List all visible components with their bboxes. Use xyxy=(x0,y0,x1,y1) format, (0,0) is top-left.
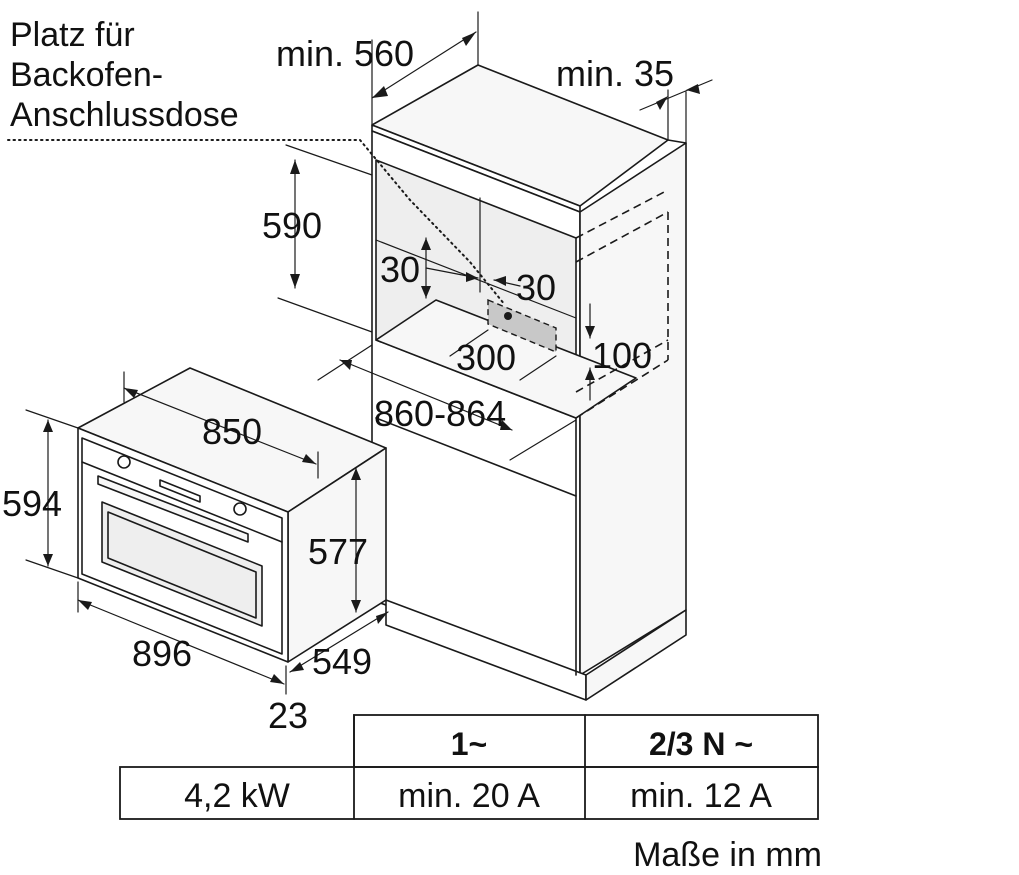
table-fuse-3phase: min. 12 A xyxy=(630,777,772,815)
knob-right xyxy=(233,502,247,516)
table-power: 4,2 kW xyxy=(184,777,290,815)
table-header-3phase: 2/3 N ~ xyxy=(649,726,753,762)
knob-left xyxy=(117,455,131,469)
oven xyxy=(77,367,387,663)
dim-860-864: 860-864 xyxy=(374,393,506,434)
table-header-1phase: 1~ xyxy=(451,726,487,762)
dim-300: 300 xyxy=(456,337,516,378)
dim-100: 100 xyxy=(592,335,652,376)
dim-850: 850 xyxy=(202,411,262,452)
oven-display xyxy=(159,479,201,503)
cabinet xyxy=(371,64,687,701)
socket-area xyxy=(487,298,557,354)
cabinet-side xyxy=(579,142,687,676)
table-fuse-1phase: min. 20 A xyxy=(398,777,540,815)
dim-23: 23 xyxy=(268,695,308,736)
oven-window xyxy=(101,501,263,627)
dim-30-right: 30 xyxy=(516,267,556,308)
arrowheads xyxy=(43,32,700,684)
dim-896: 896 xyxy=(132,633,192,674)
dim-549: 549 xyxy=(312,641,372,682)
socket-leader xyxy=(7,139,506,306)
dim-30-left: 30 xyxy=(380,249,420,290)
dim-590: 590 xyxy=(262,205,322,246)
niche-floor xyxy=(375,299,637,419)
dimension-lines xyxy=(25,11,713,695)
socket-marker xyxy=(504,312,512,320)
dim-min-560: min. 560 xyxy=(276,33,414,74)
socket-label-line3: Anschlussdose xyxy=(10,96,239,134)
dim-594: 594 xyxy=(2,483,62,524)
dim-min-35: min. 35 xyxy=(556,53,674,94)
socket-label-line1: Platz für xyxy=(10,16,135,54)
power-table: 1~ 2/3 N ~ 4,2 kW min. 20 A min. 12 A xyxy=(119,714,819,820)
dim-577: 577 xyxy=(308,531,368,572)
socket-label-line2: Backofen- xyxy=(10,56,163,94)
units-note: Maße in mm xyxy=(633,836,822,874)
oven-handle xyxy=(97,475,249,543)
